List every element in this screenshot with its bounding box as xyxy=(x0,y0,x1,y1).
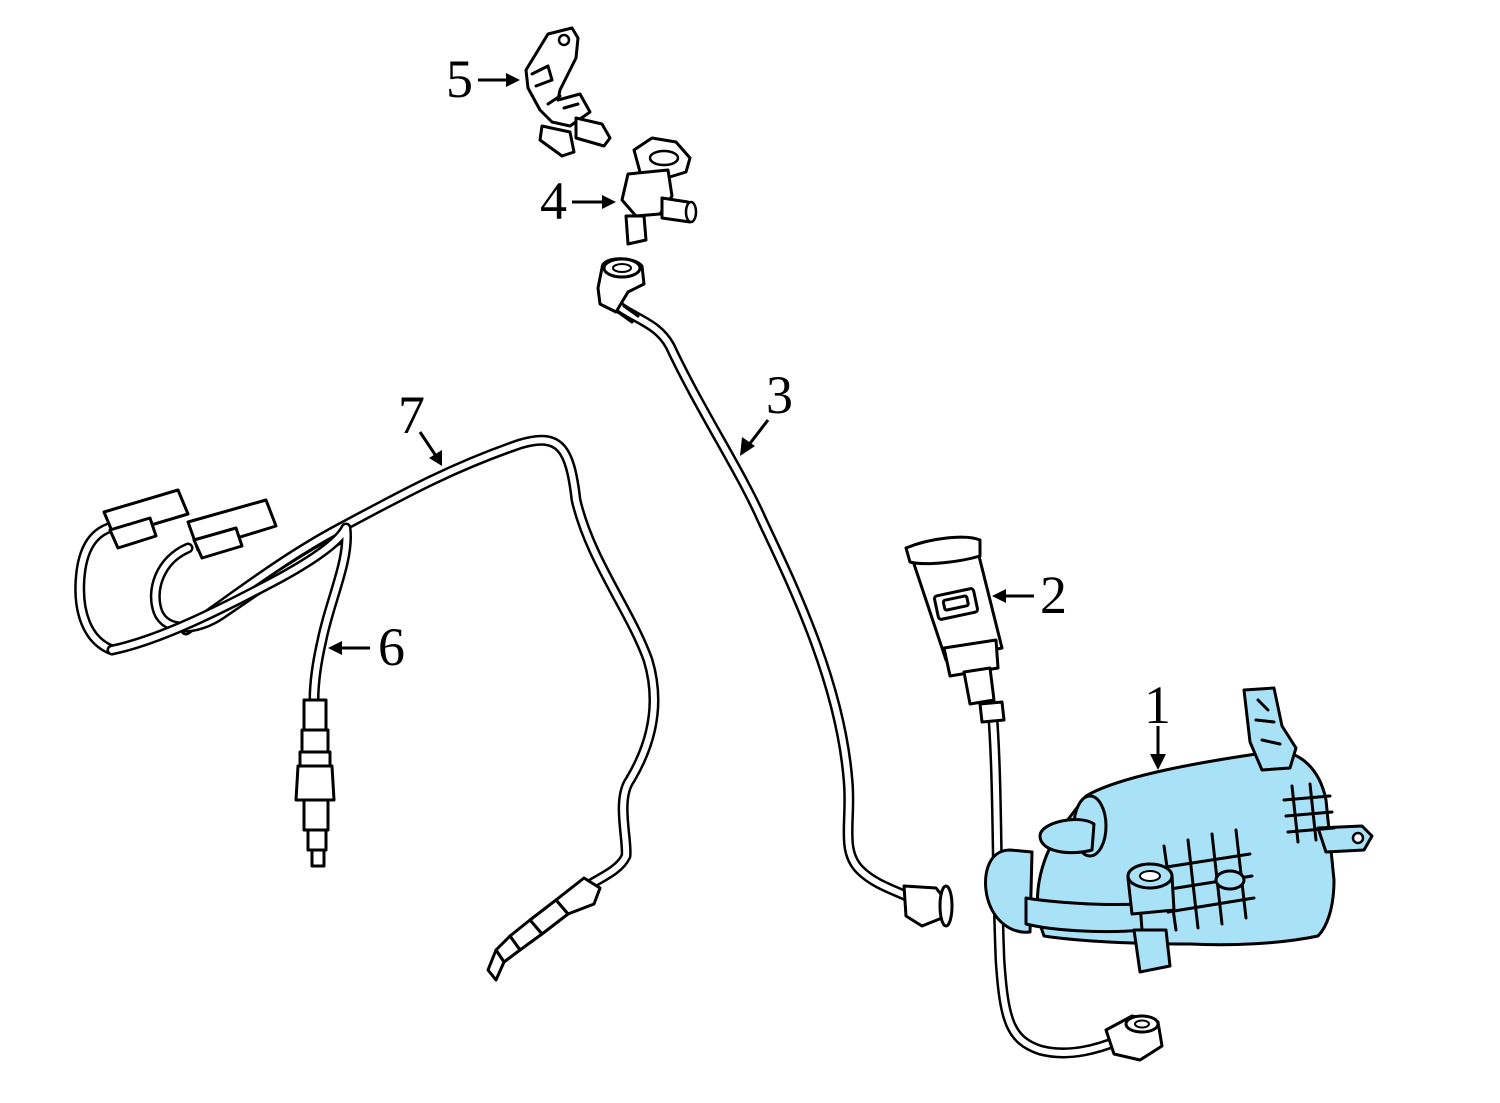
part-5-bracket xyxy=(524,26,612,158)
callout-arrows xyxy=(328,73,1166,770)
callout-4: 4 xyxy=(540,171,567,231)
callout-1: 1 xyxy=(1144,675,1171,735)
callout-3: 3 xyxy=(766,365,793,425)
part-2-vent xyxy=(904,535,1164,1062)
callout-5: 5 xyxy=(446,49,473,109)
callout-2: 2 xyxy=(1040,565,1067,625)
part-6-sensor xyxy=(74,488,353,868)
callout-7: 7 xyxy=(398,385,425,445)
part-4-valve xyxy=(620,136,698,246)
callout-6: 6 xyxy=(378,617,405,677)
part-1-canister xyxy=(984,686,1374,974)
part-3-hose xyxy=(596,257,954,928)
part-7-sensor xyxy=(149,434,660,982)
